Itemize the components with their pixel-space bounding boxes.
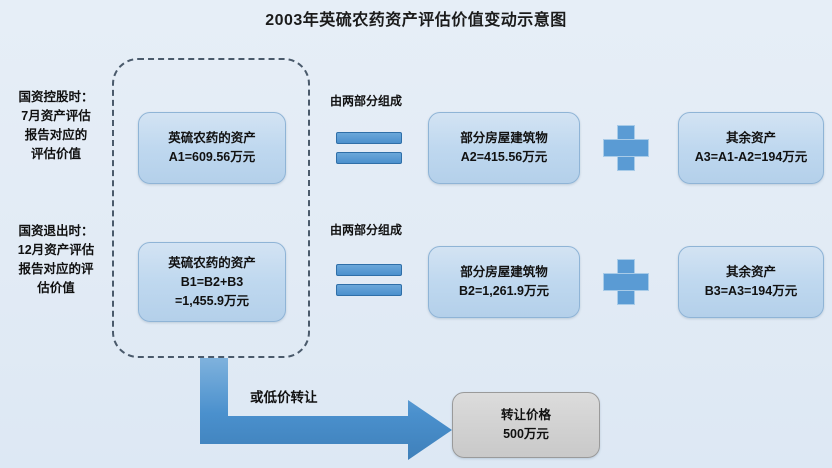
side-label-line: 估价值	[37, 281, 75, 295]
node-line: B2=1,261.9万元	[459, 284, 549, 298]
side-label-state-holding: 国资控股时： 7月资产评估 报告对应的 评估价值	[4, 88, 108, 164]
plus-icon	[603, 259, 649, 305]
equals-bar-top	[336, 264, 402, 276]
equals-icon	[336, 132, 402, 164]
caption-row-a-composition: 由两部分组成	[330, 94, 403, 108]
caption-row-b-composition: 由两部分组成	[330, 223, 403, 237]
node-total-assets-b[interactable]: 英硫农药的资产 B1=B2+B3 =1,455.9万元	[138, 242, 286, 322]
node-line: A1=609.56万元	[168, 150, 256, 164]
node-line: B3=A3=194万元	[704, 284, 798, 298]
node-transfer-price[interactable]: 转让价格 500万元	[452, 392, 600, 458]
side-label-line: 报告对应的	[24, 128, 88, 142]
node-line: 其余资产	[725, 265, 776, 279]
node-line: 转让价格	[500, 408, 551, 422]
node-other-assets-b[interactable]: 其余资产 B3=A3=194万元	[678, 246, 824, 318]
node-line: 英硫农药的资产	[168, 255, 256, 270]
side-label-line: 7月资产评估	[21, 109, 91, 123]
plus-horizontal-bar	[603, 273, 649, 291]
node-line: B1=B2+B3	[180, 274, 244, 289]
transfer-arrow-label: 或低价转让	[250, 390, 318, 405]
node-buildings-b[interactable]: 部分房屋建筑物 B2=1,261.9万元	[428, 246, 580, 318]
node-line: 其余资产	[725, 131, 776, 145]
side-label-header: 国资退出时：	[18, 224, 94, 238]
node-line: 部分房屋建筑物	[460, 265, 548, 279]
node-total-assets-a[interactable]: 英硫农药的资产 A1=609.56万元	[138, 112, 286, 184]
node-line: A3=A1-A2=194万元	[694, 150, 808, 164]
node-other-assets-a[interactable]: 其余资产 A3=A1-A2=194万元	[678, 112, 824, 184]
plus-icon	[603, 125, 649, 171]
transfer-arrow-icon	[180, 352, 470, 462]
equals-icon	[336, 264, 402, 296]
node-line: =1,455.9万元	[174, 293, 249, 308]
node-line: 部分房屋建筑物	[460, 131, 548, 145]
page-title: 2003年英硫农药资产评估价值变动示意图	[265, 12, 567, 29]
side-label-header: 国资控股时：	[18, 90, 94, 104]
side-label-line: 评估价值	[30, 147, 81, 161]
node-line: 500万元	[503, 427, 549, 441]
node-line: 英硫农药的资产	[168, 131, 256, 145]
equals-bar-bottom	[336, 152, 402, 164]
node-buildings-a[interactable]: 部分房屋建筑物 A2=415.56万元	[428, 112, 580, 184]
equals-bar-top	[336, 132, 402, 144]
node-line: A2=415.56万元	[460, 150, 548, 164]
grouping-dashed-container	[112, 58, 310, 358]
plus-horizontal-bar	[603, 139, 649, 157]
side-label-line: 报告对应的评	[18, 262, 94, 276]
side-label-state-exit: 国资退出时： 12月资产评估 报告对应的评 估价值	[4, 222, 108, 298]
equals-bar-bottom	[336, 284, 402, 296]
side-label-line: 12月资产评估	[17, 243, 95, 257]
